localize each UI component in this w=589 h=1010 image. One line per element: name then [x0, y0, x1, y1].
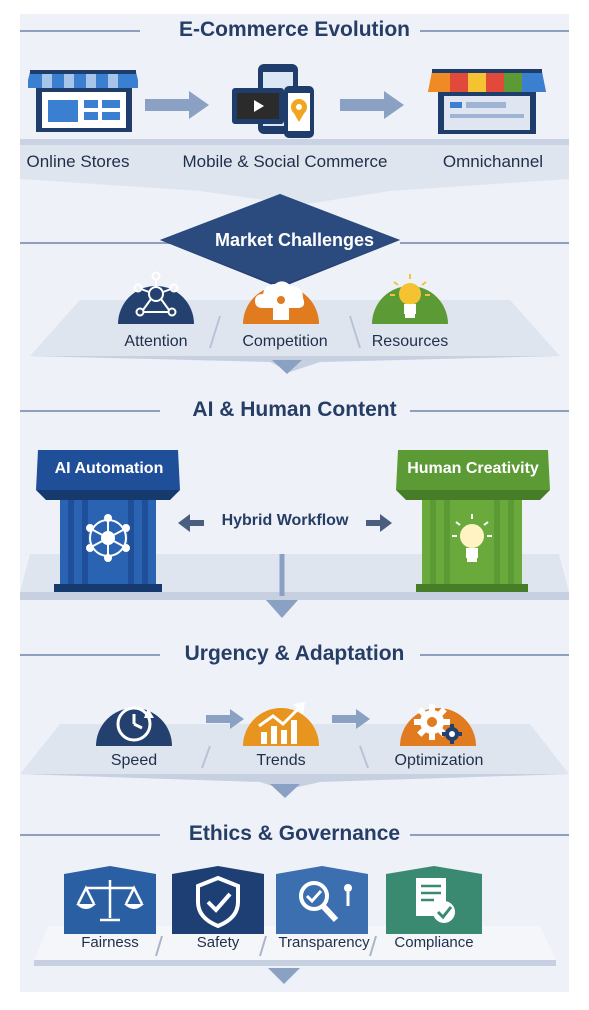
- title-rule-right: [420, 654, 569, 656]
- platform-band: [20, 139, 569, 205]
- ai-automation-pillar: [36, 450, 180, 592]
- cloud-cluster-icon: [243, 281, 319, 324]
- lightbulb-icon: [372, 274, 448, 324]
- storefront-icon: [28, 70, 138, 132]
- scales-icon: [64, 866, 156, 934]
- gears-icon: [400, 704, 476, 746]
- human-creativity-label: Human Creativity: [407, 460, 539, 477]
- urgency-label-optimization: Optimization: [394, 752, 484, 769]
- network-icon: [118, 271, 194, 324]
- challenge-label-attention: Attention: [124, 333, 188, 350]
- down-chevron-icon: [272, 360, 302, 374]
- ai-automation-label: AI Automation: [54, 460, 164, 477]
- shield-check-icon: [172, 866, 264, 934]
- hybrid-workflow-connector: [178, 514, 392, 532]
- flow-arrow-2: [340, 91, 404, 119]
- clock-icon: [96, 706, 172, 746]
- title-rule-right: [410, 410, 569, 412]
- ethics-label-dividers: [155, 935, 377, 957]
- ethics-platform: [34, 926, 556, 984]
- trend-chart-icon: [243, 702, 319, 746]
- section-title-evolution: E-Commerce Evolution: [178, 18, 411, 41]
- section-title-ethics: Ethics & Governance: [188, 822, 401, 845]
- ethics-label-compliance: Compliance: [394, 934, 474, 951]
- evolution-label-mobile-social: Mobile & Social Commerce: [182, 152, 388, 171]
- flow-arrow-1: [145, 91, 209, 119]
- title-rule-right: [410, 834, 569, 836]
- infographic-canvas: E-Commerce Evolution: [20, 14, 569, 992]
- title-rule-left: [20, 30, 140, 32]
- evolution-label-omnichannel: Omnichannel: [442, 152, 544, 171]
- title-rule-right: [400, 242, 569, 244]
- challenge-label-competition: Competition: [242, 333, 328, 350]
- flow-arrow-3: [206, 709, 244, 729]
- hybrid-workflow-label: Hybrid Workflow: [221, 512, 349, 529]
- magnifier-icon: [276, 866, 368, 934]
- document-check-icon: [386, 866, 482, 934]
- urgency-label-speed: Speed: [110, 752, 158, 769]
- market-challenges-diamond: [160, 194, 400, 288]
- title-rule-right: [420, 30, 569, 32]
- section-title-challenges: Market Challenges: [214, 230, 375, 250]
- section-title-ai-human: AI & Human Content: [192, 398, 397, 421]
- challenge-label-resources: Resources: [371, 333, 449, 350]
- mobile-devices-icon: [232, 64, 314, 138]
- title-rule-left: [20, 654, 160, 656]
- title-rule-left: [20, 410, 160, 412]
- flow-arrow-4: [332, 709, 370, 729]
- ethics-label-fairness: Fairness: [81, 934, 139, 951]
- section-title-urgency: Urgency & Adaptation: [184, 642, 405, 665]
- omnichannel-store-icon: [428, 69, 546, 134]
- title-rule-left: [20, 834, 160, 836]
- evolution-label-online-stores: Online Stores: [26, 152, 130, 171]
- title-rule-left: [20, 242, 180, 244]
- ethics-label-transparency: Transparency: [278, 934, 370, 951]
- ethics-label-safety: Safety: [196, 934, 240, 951]
- human-creativity-pillar: [396, 450, 550, 592]
- down-chevron-icon: [270, 784, 300, 798]
- urgency-label-trends: Trends: [256, 752, 306, 769]
